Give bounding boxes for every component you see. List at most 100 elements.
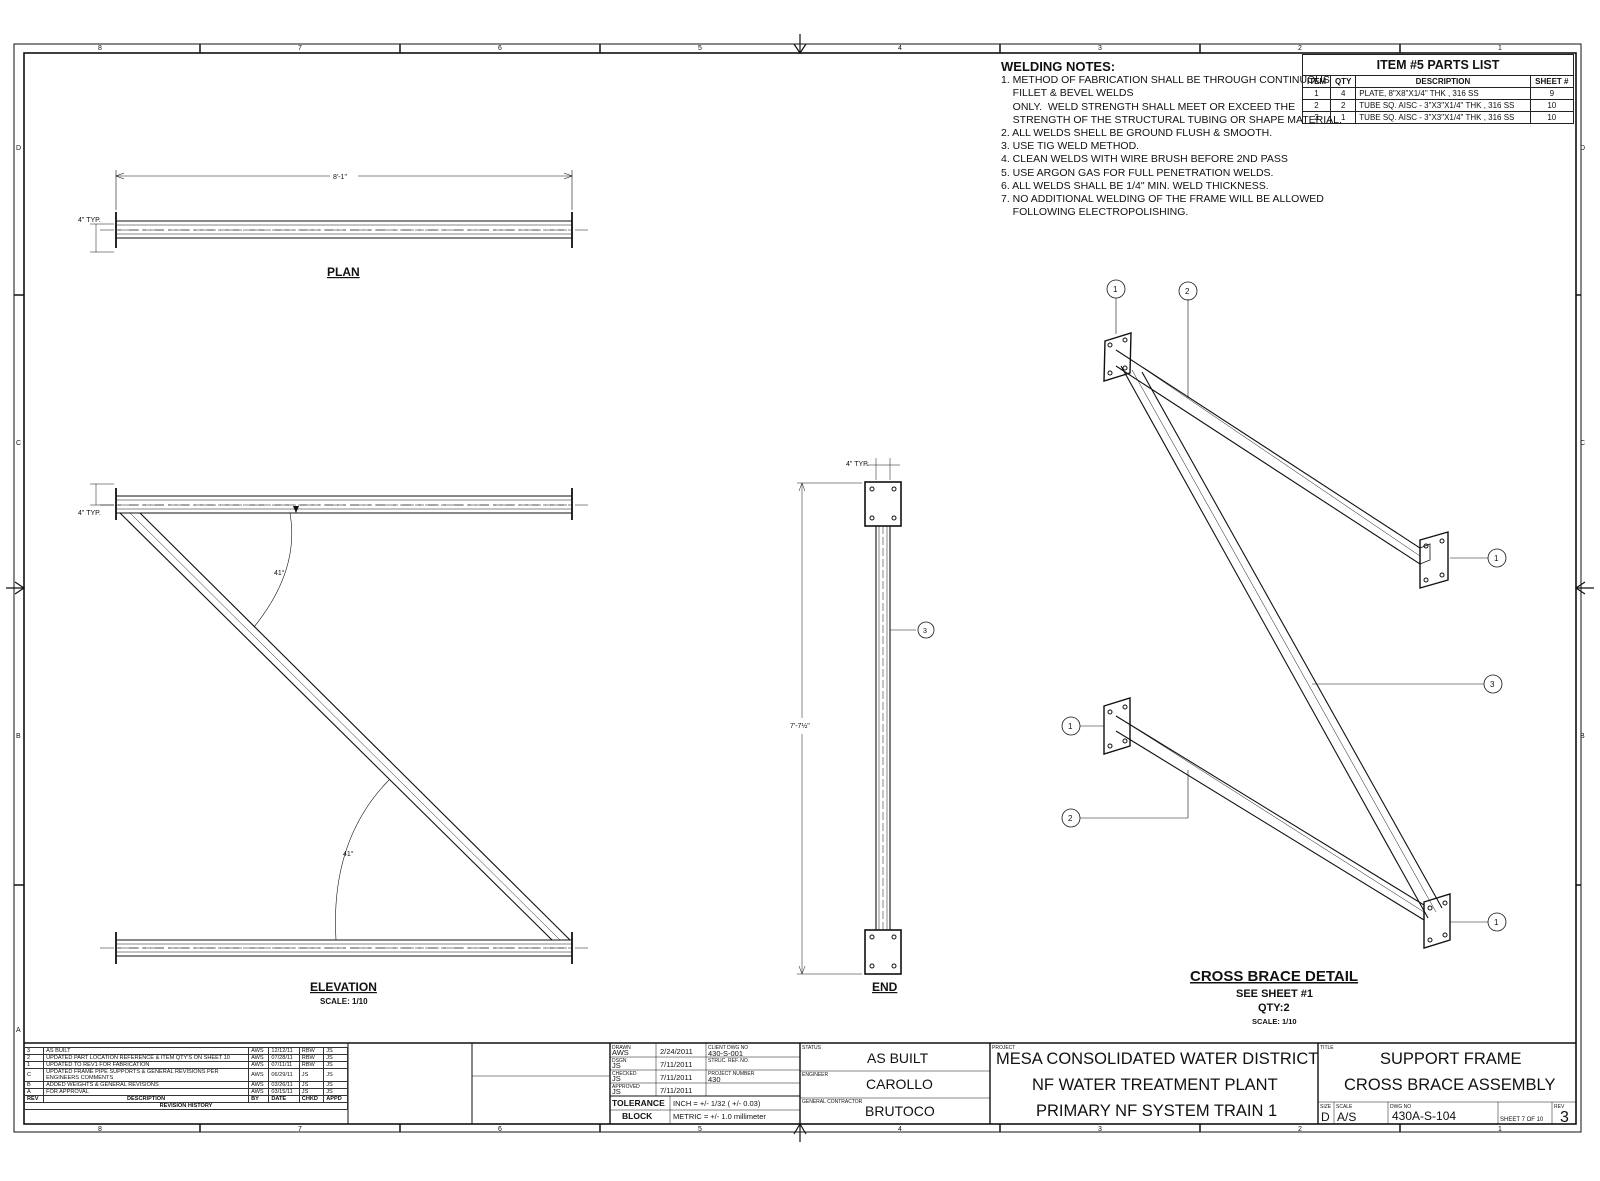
end-view: [797, 458, 935, 975]
svg-text:ENGINEER: ENGINEER: [802, 1072, 829, 1078]
title-block-main: AS BUILT CAROLLO BRUTOCO MESA CONSOLIDAT…: [865, 1050, 1569, 1126]
svg-text:5: 5: [698, 45, 702, 52]
zone-ticks: [14, 44, 1581, 1132]
rev-cell: AWS: [248, 1088, 270, 1096]
svg-text:1: 1: [1498, 45, 1502, 52]
cross-brace-isometric: [1061, 279, 1507, 949]
rev-cell: UPDATED TO REV1 FOR FABRICATION: [43, 1061, 250, 1069]
svg-text:D: D: [1321, 1110, 1330, 1124]
rev-cell: C: [23, 1068, 45, 1082]
angle-bottom-label: 41°: [343, 850, 354, 858]
elevation-title: ELEVATION: [310, 980, 377, 994]
title-block-values: AWS JS JS JS 2/24/2011 7/11/2011 7/11/20…: [612, 1047, 766, 1121]
rev-header: CHKD: [298, 1095, 325, 1103]
rev-cell: AWS: [248, 1061, 270, 1069]
svg-text:BLOCK: BLOCK: [622, 1111, 653, 1121]
parts-list-table: ITEM #5 PARTS LIST ITEM QTY DESCRIPTION …: [1301, 54, 1575, 124]
svg-text:APPROVED: APPROVED: [612, 1084, 640, 1090]
parts-list-header: SHEET #: [1529, 75, 1575, 88]
welding-note-line: 3. USE TIG WELD METHOD.: [1001, 140, 1140, 153]
rev-cell: ADDED WEIGHTS & GENERAL REVISIONS: [43, 1081, 250, 1089]
parts-cell: 4: [1330, 87, 1357, 100]
rev-cell: RBW: [298, 1061, 325, 1069]
svg-text:NF WATER TREATMENT PLANT: NF WATER TREATMENT PLANT: [1032, 1076, 1278, 1094]
svg-text:7/11/2011: 7/11/2011: [660, 1086, 692, 1095]
balloon-2b: 2: [1068, 814, 1073, 823]
parts-cell: 10: [1529, 99, 1575, 112]
rev-cell: 1: [23, 1061, 45, 1069]
balloon-1b: 1: [1494, 554, 1499, 563]
svg-text:SUPPORT FRAME: SUPPORT FRAME: [1380, 1050, 1522, 1068]
svg-text:2: 2: [1298, 45, 1302, 52]
svg-text:AWS: AWS: [612, 1048, 629, 1057]
rev-cell: FOR APPROVAL: [43, 1088, 250, 1096]
svg-text:DRAWN: DRAWN: [612, 1045, 631, 1051]
welding-note-line: ONLY. WELD STRENGTH SHALL MEET OR EXCEED…: [1001, 100, 1296, 113]
elevation-scale: SCALE: 1/10: [320, 997, 368, 1006]
zone-labels: 8 7 6 5 4 3 2 1 8 7 6 5 4 3 2 1 D C B A …: [16, 45, 1585, 1133]
svg-text:D: D: [1580, 145, 1585, 152]
welding-note-line: 1. METHOD OF FABRICATION SHALL BE THROUG…: [1001, 74, 1330, 87]
parts-list-header: QTY: [1330, 75, 1357, 88]
rev-cell: 06/29/11: [268, 1068, 300, 1082]
welding-note-line: 5. USE ARGON GAS FOR FULL PENETRATION WE…: [1001, 166, 1274, 179]
rev-header: APPD: [323, 1095, 348, 1103]
rev-header: DATE: [268, 1095, 300, 1103]
svg-text:2/24/2011: 2/24/2011: [660, 1047, 693, 1056]
svg-text:TOLERANCE: TOLERANCE: [612, 1098, 665, 1108]
svg-text:7/11/2011: 7/11/2011: [660, 1073, 692, 1082]
rev-cell: JS: [298, 1088, 325, 1096]
balloon-1d: 1: [1494, 918, 1499, 927]
svg-text:7: 7: [298, 45, 302, 52]
parts-cell: TUBE SQ. AISC - 3"X3"X1/4" THK , 316 SS: [1355, 111, 1531, 124]
balloon-1c: 1: [1068, 722, 1073, 731]
welding-note-line: 2. ALL WELDS SHELL BE GROUND FLUSH & SMO…: [1001, 127, 1273, 140]
svg-text:CAROLLO: CAROLLO: [866, 1076, 933, 1092]
plan-title: PLAN: [327, 265, 360, 279]
svg-text:TITLE: TITLE: [1320, 1045, 1334, 1051]
rev-cell: 07/28/11: [268, 1054, 300, 1062]
svg-text:6: 6: [498, 45, 502, 52]
rev-cell: JS: [323, 1068, 348, 1082]
elevation-typ-dim: 4" TYP.: [78, 510, 101, 517]
svg-text:CHECKED: CHECKED: [612, 1071, 637, 1077]
svg-text:CROSS BRACE ASSEMBLY: CROSS BRACE ASSEMBLY: [1344, 1076, 1556, 1094]
svg-text:INCH = +/- 1/32 ( +/- 0.03): INCH = +/- 1/32 ( +/- 0.03): [673, 1099, 761, 1108]
balloon-3: 3: [1490, 680, 1495, 689]
rev-cell: JS: [323, 1054, 348, 1062]
parts-cell: 2: [1301, 99, 1332, 112]
svg-text:7/11/2011: 7/11/2011: [660, 1060, 692, 1069]
rev-cell: JS: [323, 1088, 348, 1096]
svg-text:430: 430: [708, 1075, 721, 1084]
rev-cell: AWS: [248, 1047, 270, 1055]
rev-cell: A: [23, 1088, 45, 1096]
rev-cell: JS: [298, 1081, 325, 1089]
svg-text:4: 4: [898, 45, 902, 52]
svg-text:METRIC = +/- 1.0 millimeter: METRIC = +/- 1.0 millimeter: [673, 1112, 766, 1121]
svg-text:430A-S-104: 430A-S-104: [1392, 1109, 1456, 1123]
svg-text:JS: JS: [612, 1061, 621, 1070]
revision-history-label: REVISION HISTORY: [24, 1102, 348, 1110]
rev-header: BY: [248, 1095, 270, 1103]
centering-marks: [6, 34, 1594, 1142]
rev-cell: JS: [298, 1068, 325, 1082]
rev-cell: AWS: [248, 1068, 270, 1082]
svg-text:BRUTOCO: BRUTOCO: [865, 1103, 935, 1119]
rev-cell: 2: [23, 1054, 45, 1062]
rev-cell: JS: [323, 1047, 348, 1055]
parts-list-row: 2 2 TUBE SQ. AISC - 3"X3"X1/4" THK , 316…: [1301, 99, 1575, 112]
svg-text:PRIMARY NF SYSTEM TRAIN 1: PRIMARY NF SYSTEM TRAIN 1: [1036, 1102, 1277, 1120]
welding-note-line: 6. ALL WELDS SHALL BE 1/4" MIN. WELD THI…: [1001, 179, 1269, 192]
svg-text:C: C: [16, 440, 21, 447]
end-height-dim: 7'-7½": [790, 722, 810, 730]
welding-notes: WELDING NOTES: 1. METHOD OF FABRICATION …: [1001, 60, 1342, 219]
svg-text:SCALE: SCALE: [1336, 1104, 1353, 1110]
rev-cell: 03/26/11: [268, 1081, 300, 1089]
svg-text:REV: REV: [1554, 1104, 1565, 1110]
parts-cell: 3: [1301, 111, 1332, 124]
welding-note-line: 4. CLEAN WELDS WITH WIRE BRUSH BEFORE 2N…: [1001, 153, 1288, 166]
